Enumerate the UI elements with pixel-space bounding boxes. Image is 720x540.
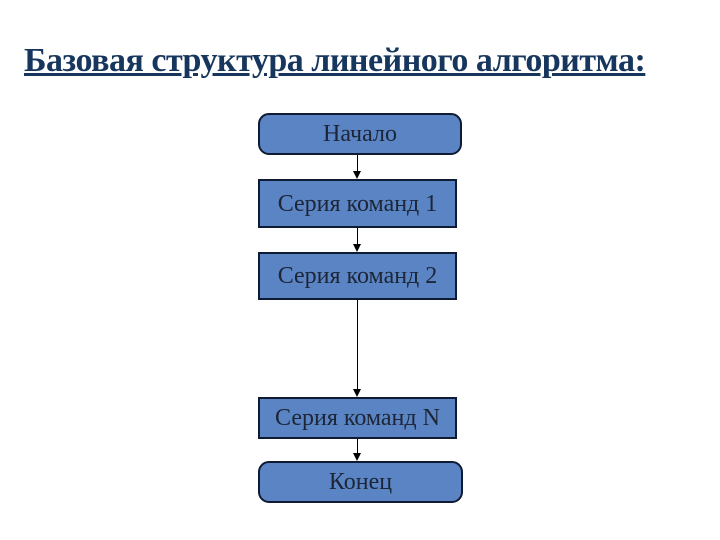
flow-arrow-start-to-step1 (352, 155, 362, 179)
flowchart-node-end: Конец (258, 461, 463, 503)
arrow-head-icon (353, 389, 361, 397)
arrow-shaft (356, 439, 358, 455)
flowchart-node-start: Начало (258, 113, 462, 155)
arrow-head-icon (353, 244, 361, 252)
flowchart-node-step-1: Серия команд 1 (258, 179, 457, 228)
arrow-shaft (356, 228, 358, 246)
arrow-shaft (356, 300, 358, 391)
flowchart-node-step-2: Серия команд 2 (258, 252, 457, 300)
flowchart-node-step-n: Серия команд N (258, 397, 457, 439)
flow-arrow-step2-to-stepN (352, 300, 362, 397)
arrow-head-icon (353, 171, 361, 179)
arrow-shaft (356, 155, 358, 173)
flow-arrow-stepN-to-end (352, 439, 362, 461)
flow-arrow-step1-to-step2 (352, 228, 362, 252)
slide-title: Базовая структура линейного алгоритма: (24, 42, 646, 79)
arrow-head-icon (353, 453, 361, 461)
